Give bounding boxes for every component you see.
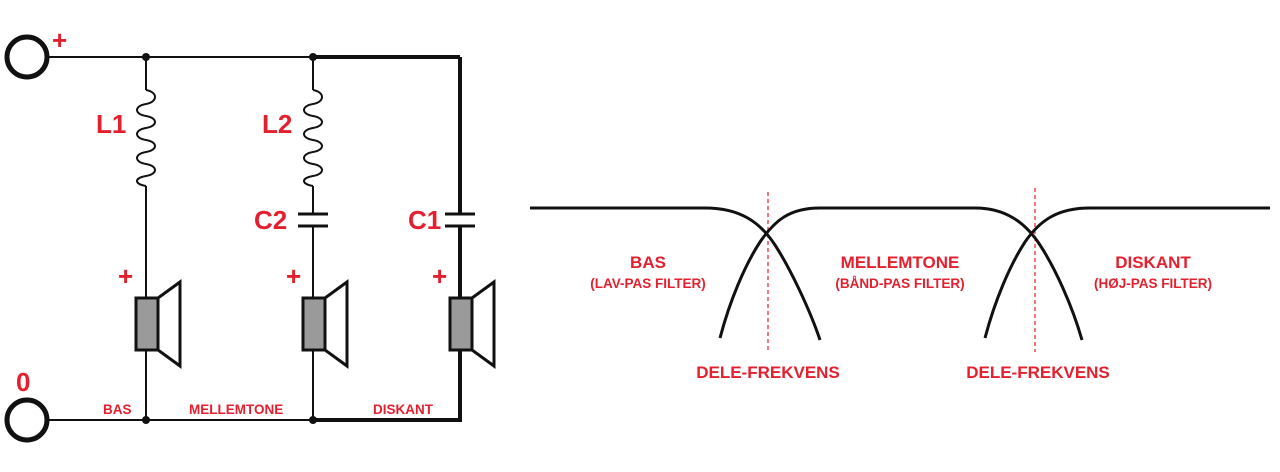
band-filter-mellemtone: (BÅND-PAS FILTER) [835, 276, 964, 291]
bas-response-curve [530, 206, 822, 341]
speaker-diskant [448, 279, 496, 369]
crossover-label-1: DELE-FREKVENS [696, 363, 840, 382]
inductor-l2-label: L2 [262, 109, 292, 139]
inductor-l2 [303, 89, 323, 187]
capacitor-c1 [445, 212, 475, 228]
speaker-bas [134, 279, 182, 369]
capacitor-c2-label: C2 [254, 205, 287, 235]
ground-terminal-label: 0 [16, 367, 30, 397]
speaker-mellemtone-polarity: + [286, 261, 301, 291]
inductor-l1-label: L1 [96, 109, 126, 139]
positive-terminal-label: + [52, 25, 67, 55]
band-label-mellemtone: MELLEMTONE [841, 253, 960, 272]
branch-label-bas: BAS [103, 402, 132, 417]
inductor-l1 [136, 89, 156, 187]
crossover-circuit: + 0 L1 + BAS [4, 25, 496, 443]
capacitor-c1-label: C1 [408, 205, 441, 235]
speaker-bas-polarity: + [118, 261, 133, 291]
band-filter-bas: (LAV-PAS FILTER) [590, 276, 706, 291]
ground-terminal [4, 397, 50, 443]
crossover-label-2: DELE-FREKVENS [966, 363, 1110, 382]
diskant-branch: C1 + DISKANT [373, 57, 496, 422]
positive-terminal [4, 34, 50, 80]
speaker-mellemtone [301, 279, 349, 369]
branch-label-mellemtone: MELLEMTONE [189, 402, 283, 417]
frequency-response: BAS (LAV-PAS FILTER) MELLEMTONE (BÅND-PA… [530, 188, 1270, 382]
mellemtone-branch: L2 C2 + MELLEMTONE [189, 57, 349, 420]
mellemtone-response-curve [718, 206, 1084, 341]
branch-label-diskant: DISKANT [373, 402, 434, 417]
band-label-bas: BAS [630, 253, 666, 272]
capacitor-c2 [298, 212, 328, 228]
diskant-response-curve [983, 206, 1270, 339]
bas-branch: L1 + BAS [96, 57, 182, 420]
band-filter-diskant: (HØJ-PAS FILTER) [1094, 276, 1212, 291]
speaker-diskant-polarity: + [432, 261, 447, 291]
band-label-diskant: DISKANT [1115, 253, 1191, 272]
